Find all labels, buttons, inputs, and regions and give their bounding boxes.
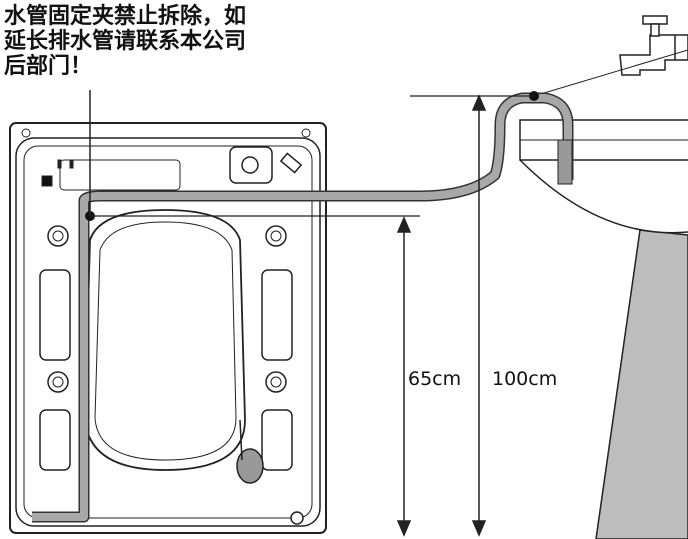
warning-line-2: 延长排水管请联系本公司 xyxy=(4,29,247,54)
height-100cm-label: 100cm xyxy=(492,368,558,390)
sink-basin xyxy=(519,159,688,234)
washing-machine xyxy=(9,122,327,534)
warning-line-1: 水管固定夹禁止拆除，如 xyxy=(4,4,247,29)
dimension-100cm xyxy=(471,94,487,537)
warning-line-3: 后部门！ xyxy=(4,54,93,79)
faucet xyxy=(619,15,688,76)
dimension-65cm xyxy=(396,216,412,537)
height-65cm-label: 65cm xyxy=(408,368,462,390)
basin-pedestal xyxy=(595,229,688,539)
warning-note: 水管固定夹禁止拆除，如 延长排水管请联系本公司 后部门！ xyxy=(4,4,304,79)
